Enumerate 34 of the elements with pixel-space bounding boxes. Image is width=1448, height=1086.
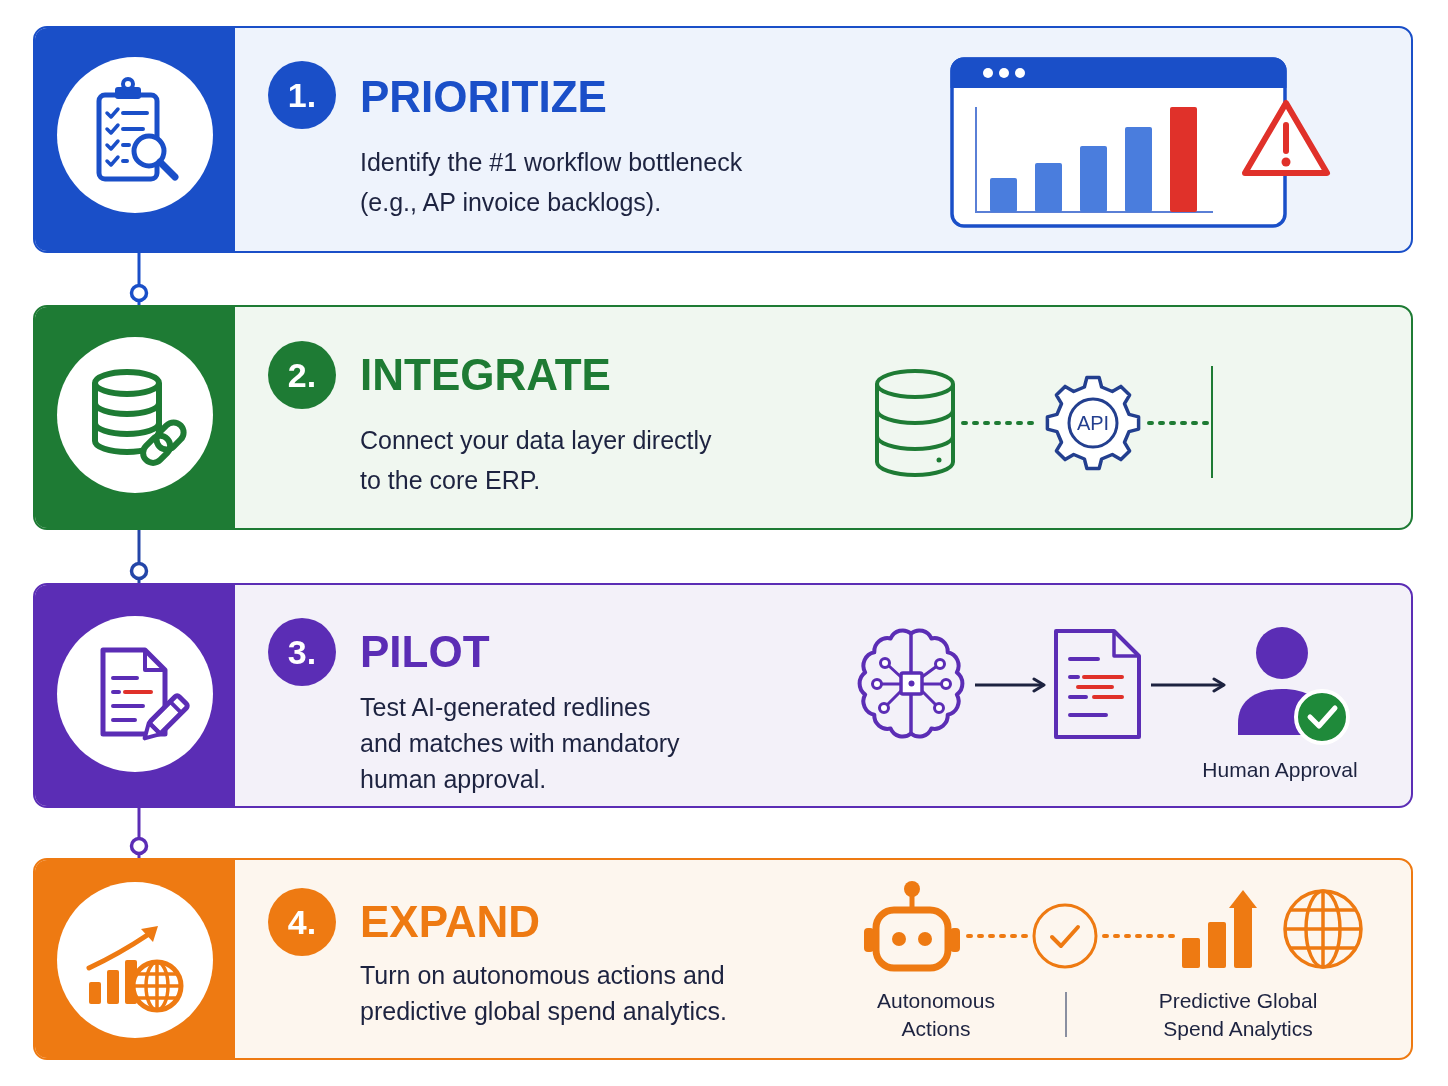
step-card: [33, 858, 1413, 1060]
step-number: 2.: [268, 341, 336, 409]
dotted-line: [966, 934, 1028, 938]
check-circle-icon: [1032, 903, 1098, 969]
step-card: [33, 583, 1413, 808]
database-icon: [873, 368, 957, 478]
step-description: Test AI-generated redlines and matches with mandatory human approval.: [360, 692, 681, 795]
document-icon: [1052, 627, 1143, 741]
dotted-line: [1102, 934, 1176, 938]
step-card: [33, 26, 1413, 253]
step-description: Connect your data layer directly to the core ERP.: [360, 425, 713, 496]
brain-circuit-icon: [855, 625, 967, 742]
step-card: [33, 305, 1413, 530]
api-label: API: [1076, 412, 1110, 434]
step-description: Identify the #1 workflow bottleneck (e.g., AP invoice backlogs).: [360, 147, 744, 218]
step-title: INTEGRATE: [360, 350, 611, 400]
step-title: EXPAND: [360, 897, 541, 947]
arrow: [1151, 677, 1226, 693]
icon-caption: Human Approval: [1201, 757, 1359, 783]
robot-icon: [862, 880, 962, 972]
step-description: Turn on autonomous actions and predictive global spend analytics.: [360, 960, 728, 1027]
connector-line: [129, 530, 149, 583]
step-number: 4.: [268, 888, 336, 956]
step-title: PRIORITIZE: [360, 72, 607, 122]
dotted-line: [1147, 421, 1211, 425]
icon-caption: Predictive Global Spend Analytics: [1157, 988, 1319, 1042]
step-number: 3.: [268, 618, 336, 686]
step-number: 1.: [268, 61, 336, 129]
growth-chart-globe-icon: [1180, 888, 1364, 970]
connector-line: [129, 253, 149, 305]
connector-line: [129, 808, 149, 858]
arrow: [975, 677, 1046, 693]
icon-caption: Autonomous Actions: [876, 988, 996, 1042]
step-title: PILOT: [360, 627, 490, 677]
